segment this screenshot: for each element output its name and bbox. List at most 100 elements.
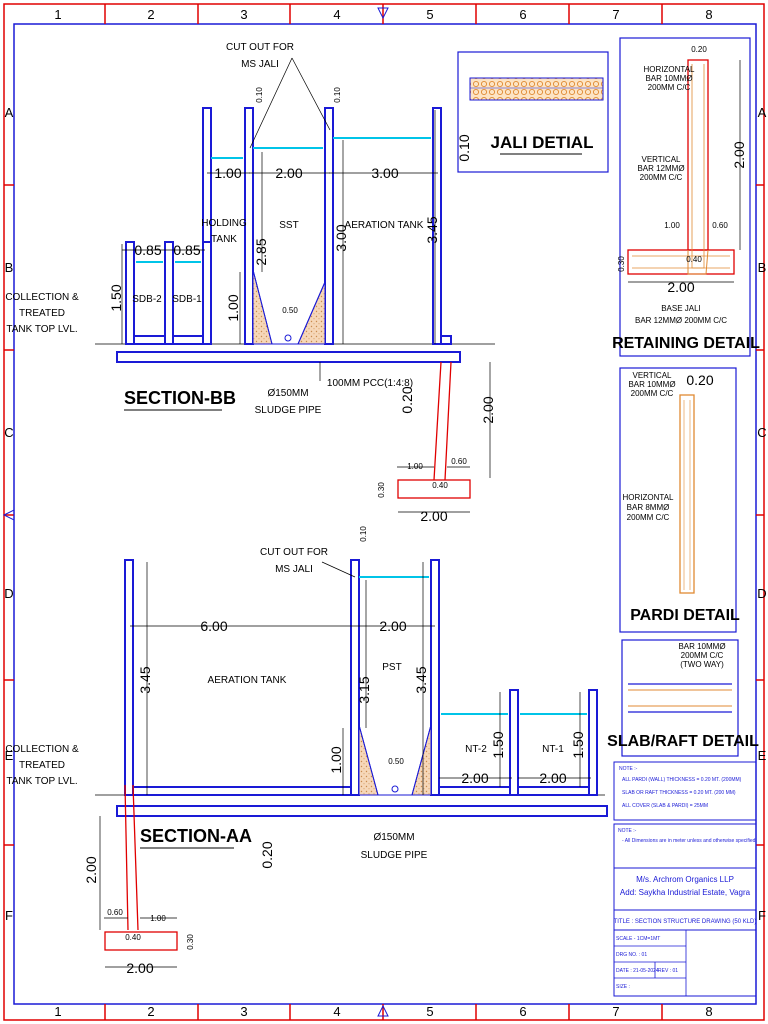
svg-text:1.00: 1.00	[407, 462, 423, 471]
outer-frame	[3, 3, 765, 1021]
svg-text:200MM C/C: 200MM C/C	[640, 173, 683, 182]
svg-text:SST: SST	[279, 220, 298, 231]
svg-text:1.00: 1.00	[150, 914, 166, 923]
svg-text:REV : 01: REV : 01	[658, 968, 678, 974]
svg-text:BAR 12MMØ: BAR 12MMØ	[637, 164, 684, 173]
svg-text:3: 3	[240, 1004, 247, 1019]
col-1: 1	[54, 7, 61, 22]
svg-text:2.00: 2.00	[461, 770, 488, 786]
svg-text:SLAB OR RAFT THICKNESS = 0.20: SLAB OR RAFT THICKNESS = 0.20 MT. (200 M…	[622, 790, 736, 796]
row-c: C	[4, 425, 13, 440]
svg-text:SECTION-AA: SECTION-AA	[140, 826, 252, 846]
col-6: 6	[519, 7, 526, 22]
svg-text:0.30: 0.30	[377, 482, 386, 498]
grid-labels: 1 2 3 4 5 6 7 8 1 2 3 4 5 6 7 8 A B C D …	[2, 4, 767, 1020]
svg-text:200MM C/C: 200MM C/C	[631, 389, 674, 398]
base-slab-aa	[116, 805, 608, 817]
svg-text:SECTION-BB: SECTION-BB	[124, 388, 236, 408]
svg-text:CUT OUT FOR: CUT OUT FOR	[226, 42, 294, 53]
svg-text:DRG NO. : 01: DRG NO. : 01	[616, 952, 647, 958]
svg-text:200MM C/C: 200MM C/C	[627, 513, 670, 522]
svg-text:SDB-2: SDB-2	[132, 294, 162, 305]
svg-text:7: 7	[612, 1004, 619, 1019]
svg-text:ALL COVER (SLAB & PARDI) = 25M: ALL COVER (SLAB & PARDI) = 25MM	[622, 803, 708, 809]
svg-text:HOLDING: HOLDING	[201, 218, 247, 229]
svg-text:2.00: 2.00	[667, 279, 694, 295]
svg-text:BAR 10MMØ: BAR 10MMØ	[678, 642, 725, 651]
svg-text:1.00: 1.00	[664, 221, 680, 230]
svg-text:2.00: 2.00	[379, 618, 406, 634]
svg-text:RETAINING DETAIL: RETAINING DETAIL	[612, 335, 760, 352]
pardi-detail: 0.20 VERTICAL BAR 10MMØ 200MM C/C HORIZO…	[619, 367, 740, 633]
svg-text:2.85: 2.85	[253, 238, 269, 265]
svg-text:SLAB/RAFT DETAIL: SLAB/RAFT DETAIL	[607, 733, 759, 750]
svg-text:TANK TOP LVL.: TANK TOP LVL.	[6, 324, 77, 335]
svg-text:0.20: 0.20	[686, 372, 713, 388]
svg-text:MS JALI: MS JALI	[241, 59, 279, 70]
svg-text:MS JALI: MS JALI	[275, 564, 313, 575]
row-b: B	[5, 260, 14, 275]
svg-text:BAR 8MMØ: BAR 8MMØ	[627, 503, 670, 512]
svg-text:3.15: 3.15	[356, 676, 372, 703]
svg-text:8: 8	[705, 1004, 712, 1019]
svg-text:2.00: 2.00	[420, 508, 447, 524]
jali-detail: 0.10 JALI DETIAL	[456, 51, 609, 173]
svg-text:2.00: 2.00	[539, 770, 566, 786]
svg-text:1: 1	[54, 1004, 61, 1019]
svg-text:0.40: 0.40	[686, 255, 702, 264]
svg-text:6: 6	[519, 1004, 526, 1019]
svg-text:F: F	[758, 908, 766, 923]
svg-text:0.60: 0.60	[451, 457, 467, 466]
svg-text:HORIZONTAL: HORIZONTAL	[644, 65, 696, 74]
col-7: 7	[612, 7, 619, 22]
svg-text:COLLECTION &: COLLECTION &	[5, 744, 79, 755]
svg-text:NOTE :-: NOTE :-	[618, 828, 637, 834]
svg-text:1.50: 1.50	[490, 731, 506, 758]
row-a: A	[5, 105, 14, 120]
svg-text:1.00: 1.00	[225, 294, 241, 321]
svg-text:A: A	[758, 105, 767, 120]
col-5: 5	[426, 7, 433, 22]
svg-text:CUT OUT FOR: CUT OUT FOR	[260, 547, 328, 558]
section-bb: 0.85 0.85 1.00 2.00 3.00 1.50 2.85 1.00 …	[5, 42, 496, 524]
svg-text:0.60: 0.60	[712, 221, 728, 230]
svg-text:TANK: TANK	[211, 234, 237, 245]
svg-text:PARDI DETAIL: PARDI DETAIL	[630, 607, 740, 624]
svg-text:100MM PCC(1:4:8): 100MM PCC(1:4:8)	[327, 378, 413, 389]
svg-text:0.10: 0.10	[456, 134, 472, 161]
svg-text:2: 2	[147, 1004, 154, 1019]
svg-text:VERTICAL: VERTICAL	[633, 371, 673, 380]
svg-text:0.30: 0.30	[186, 934, 195, 950]
svg-text:3.00: 3.00	[333, 224, 349, 251]
svg-text:0.40: 0.40	[125, 933, 141, 942]
svg-text:0.30: 0.30	[617, 256, 626, 272]
svg-text:0.60: 0.60	[107, 908, 123, 917]
svg-text:0.85: 0.85	[134, 242, 161, 258]
svg-text:2.00: 2.00	[480, 396, 496, 423]
svg-text:0.50: 0.50	[388, 757, 404, 766]
svg-text:BASE JALI: BASE JALI	[661, 304, 701, 313]
row-e: E	[5, 748, 14, 763]
svg-text:B: B	[758, 260, 767, 275]
svg-text:2.00: 2.00	[731, 141, 747, 168]
svg-text:VERTICAL: VERTICAL	[642, 155, 682, 164]
svg-text:SDB-1: SDB-1	[172, 294, 202, 305]
svg-text:SLUDGE PIPE: SLUDGE PIPE	[255, 405, 322, 416]
svg-text:4: 4	[333, 1004, 340, 1019]
col-2: 2	[147, 7, 154, 22]
row-f: F	[5, 908, 13, 923]
svg-text:SCALE - 1CM=1MT: SCALE - 1CM=1MT	[616, 936, 660, 942]
svg-text:0.85: 0.85	[173, 242, 200, 258]
section-aa: 6.00 2.00 3.45 3.15 3.45 1.00 0.50 0.10 …	[5, 526, 608, 976]
svg-text:0.20: 0.20	[399, 386, 415, 413]
svg-text:2.00: 2.00	[126, 960, 153, 976]
notes-block: NOTE :- ALL PARDI (WALL) THICKNESS = 0.2…	[613, 761, 757, 869]
svg-text:0.20: 0.20	[691, 45, 707, 54]
svg-text:2.00: 2.00	[275, 165, 302, 181]
svg-text:1.50: 1.50	[570, 731, 586, 758]
col-4: 4	[333, 7, 340, 22]
svg-text:PST: PST	[382, 662, 401, 673]
svg-text:- All Dimensions are in meter: - All Dimensions are in meter unless and…	[622, 838, 757, 844]
svg-text:1.00: 1.00	[328, 746, 344, 773]
svg-text:C: C	[757, 425, 766, 440]
